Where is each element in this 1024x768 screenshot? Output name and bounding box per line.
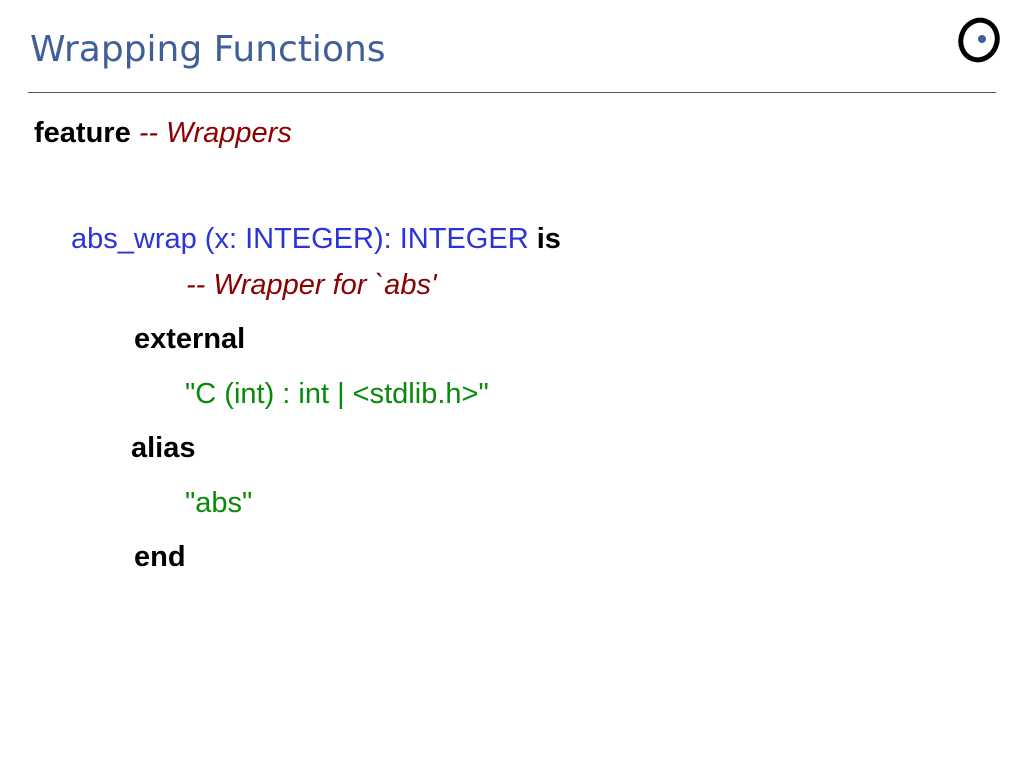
feature-keyword: feature xyxy=(34,117,131,149)
external-keyword: external xyxy=(134,323,246,355)
end-keyword: end xyxy=(134,541,186,573)
alias-keyword: alias xyxy=(131,432,196,464)
external-line: external xyxy=(134,321,245,357)
signature-line: abs_wrap (x: INTEGER): INTEGER is xyxy=(71,221,561,257)
eiffel-logo-icon xyxy=(958,17,1000,63)
is-keyword: is xyxy=(536,223,561,255)
alias-value-line: "abs" xyxy=(185,485,252,521)
external-spec: "C (int) : int | <stdlib.h>" xyxy=(185,378,489,410)
title-divider xyxy=(28,92,996,93)
slide-title: Wrapping Functions xyxy=(30,29,386,70)
alias-line: alias xyxy=(131,430,196,466)
end-line: end xyxy=(134,539,186,575)
header-comment: -- Wrapper for `abs' xyxy=(186,269,437,301)
external-spec-line: "C (int) : int | <stdlib.h>" xyxy=(185,376,489,412)
feature-comment: -- Wrappers xyxy=(138,117,292,149)
alias-value: "abs" xyxy=(185,487,253,519)
routine-signature: abs_wrap (x: INTEGER): INTEGER xyxy=(71,223,529,255)
header-comment-line: -- Wrapper for `abs' xyxy=(186,267,436,303)
feature-line: feature -- Wrappers xyxy=(34,115,292,151)
